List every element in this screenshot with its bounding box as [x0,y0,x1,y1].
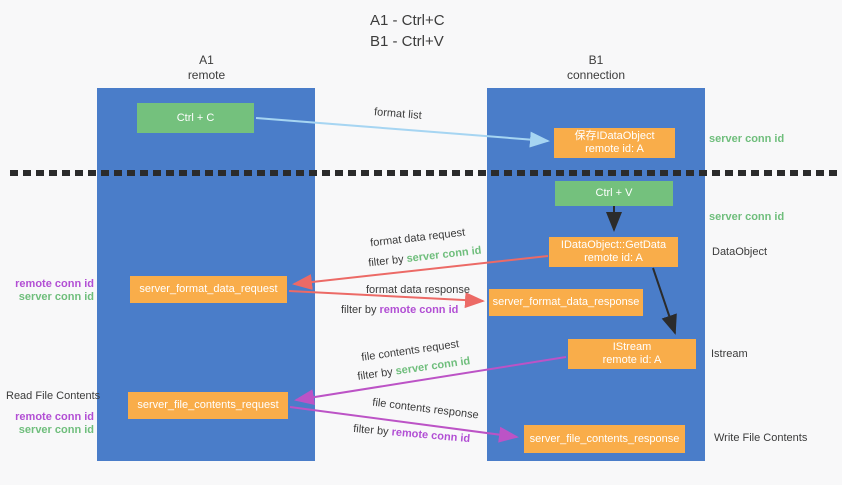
format-list-label: format list [373,106,423,122]
ctrl-v-node[interactable]: Ctrl + V [555,181,673,206]
filter-by-text: filter by [341,304,380,316]
remote-conn-id-text: remote conn id [391,426,471,446]
title-line-2: B1 - Ctrl+V [370,33,444,50]
ctrl-v-label: Ctrl + V [595,187,633,199]
ctrl-c-node[interactable]: Ctrl + C [137,103,254,133]
istream-side-label: Istream [711,348,748,360]
column-header-a1: A1 remote [97,53,316,83]
filter-by-text: filter by [356,365,397,383]
format-response-node[interactable]: server_format_data_response [489,289,643,316]
left-conn-id-group-top: remote conn id server conn id [14,278,94,304]
save-dataobject-node[interactable]: 保存IDataObject remote id: A [554,128,675,158]
server-conn-id-label: server conn id [18,424,94,436]
remote-conn-id-label: remote conn id [15,411,94,423]
file-response-node[interactable]: server_file_contents_response [524,425,685,453]
right-server-conn-id-mid: server conn id [709,211,785,223]
file-contents-response-filter-label: filter by remote conn id [353,423,471,445]
format-data-request-filter-label: filter by server conn id [368,245,482,270]
format-data-request-label: format data request [369,226,466,250]
filter-by-text: filter by [352,422,393,439]
server-conn-id-text: server conn id [405,244,483,266]
column-a1-subtitle: remote [187,68,226,82]
file-request-node[interactable]: server_file_contents_request [128,392,288,419]
diagram-title: A1 - Ctrl+C B1 - Ctrl+V [370,10,445,52]
column-b1-subtitle: connection [566,68,626,82]
getdata-line1: IDataObject::GetData [560,239,667,251]
format-data-response-label: format data response [366,284,470,296]
save-dataobject-line2: remote id: A [585,143,644,155]
istream-line1: IStream [612,341,652,353]
istream-line2: remote id: A [602,354,662,366]
istream-node[interactable]: IStream remote id: A [568,339,696,369]
file-request-label: server_file_contents_request [137,399,279,411]
remote-conn-id-text: remote conn id [379,304,459,316]
getdata-node[interactable]: IDataObject::GetData remote id: A [549,237,678,267]
write-file-contents-label: Write File Contents [714,432,808,444]
remote-conn-id-label: remote conn id [15,278,94,290]
server-conn-id-text: server conn id [394,355,472,378]
right-server-conn-id-top: server conn id [709,133,785,145]
column-header-b1: B1 connection [487,53,705,83]
ctrl-c-label: Ctrl + C [176,111,215,124]
server-conn-id-label: server conn id [18,291,94,303]
title-line-1: A1 - Ctrl+C [370,12,445,29]
format-data-response-filter-label: filter by remote conn id [341,304,458,316]
file-contents-response-label: file contents response [371,396,480,422]
filter-by-text: filter by [367,253,408,270]
dataobject-label: DataObject [712,246,768,258]
getdata-line2: remote id: A [584,252,643,264]
column-b1-name: B1 [588,53,604,67]
format-response-label: server_format_data_response [492,296,640,308]
format-request-label: server_format_data_request [139,283,278,295]
column-a1-name: A1 [199,53,214,67]
save-dataobject-line1: 保存IDataObject [574,130,655,142]
read-file-contents-label: Read File Contents [6,390,101,402]
left-conn-id-group-bottom: remote conn id server conn id [14,411,94,437]
file-response-label: server_file_contents_response [529,432,680,445]
format-request-node[interactable]: server_format_data_request [130,276,287,303]
